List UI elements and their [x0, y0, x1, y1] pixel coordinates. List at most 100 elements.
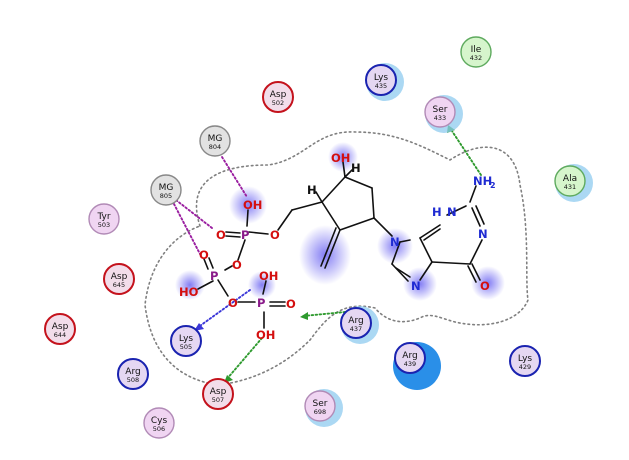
- atom-h-top: H: [351, 161, 361, 175]
- glow-oh-p1: [229, 186, 267, 224]
- glow-oh-top: [328, 142, 358, 172]
- atom-oh-top: OH: [331, 151, 350, 165]
- hbond-asp507-oh: [225, 337, 263, 381]
- residue-number: 439: [404, 360, 416, 368]
- residue-name: Cys: [151, 416, 168, 426]
- metal-mg805-a: [175, 199, 213, 229]
- residue-name: Ser: [433, 105, 448, 115]
- residue-number: 433: [434, 114, 446, 122]
- residue-circle: [117, 358, 149, 390]
- residue-number: 507: [212, 396, 224, 404]
- residue-circle: [143, 407, 175, 439]
- residue-circle: [202, 378, 234, 410]
- glow-n-lower: [403, 267, 437, 301]
- ligand-atoms: OH H H OH P O O O P O HO O P OH O OH N N…: [179, 151, 496, 342]
- residue-number: 431: [564, 183, 576, 191]
- residue-name: Tyr: [96, 212, 110, 222]
- atom-o-p1-right: O: [270, 228, 280, 242]
- atom-oh-p3-bottom: OH: [256, 328, 275, 342]
- residue-circle: [44, 313, 76, 345]
- atom-n-lower: N: [411, 279, 421, 293]
- ligand-bonds: [197, 161, 485, 329]
- atom-o-p2: O: [199, 248, 209, 262]
- residue-number: 502: [272, 99, 284, 107]
- residue-number: 429: [519, 363, 531, 371]
- atom-h-left: H: [307, 183, 317, 197]
- atom-o-carbonyl: O: [480, 279, 490, 293]
- residue-name: Asp: [52, 322, 69, 332]
- atom-oh-p1: OH: [243, 198, 262, 212]
- residue-circle: [340, 307, 372, 339]
- residue-circle: [88, 203, 120, 235]
- atom-n-right: N: [478, 227, 488, 241]
- atom-o-bridge2: O: [228, 296, 238, 310]
- residue-circle: [170, 325, 202, 357]
- residue-number: 645: [113, 281, 125, 289]
- atom-n-top: N: [447, 205, 457, 219]
- residue-number: 508: [127, 376, 139, 384]
- residue-name: Arg: [125, 367, 140, 377]
- residue-number: 698: [314, 408, 326, 416]
- residue-circle: [262, 81, 294, 113]
- residue-number: 432: [470, 54, 482, 62]
- glow-p2-ho: [175, 270, 205, 300]
- residue-name: Ile: [471, 45, 482, 55]
- residue-number: 804: [209, 143, 221, 151]
- hbond-ser433-nh2: [449, 127, 482, 176]
- residue-name: Ser: [313, 399, 328, 409]
- residue-number: 437: [350, 325, 362, 333]
- atom-nh2: NH: [473, 174, 492, 188]
- residue-number: 505: [180, 343, 192, 351]
- residue-name: Ala: [563, 174, 577, 184]
- residue-circle: [304, 390, 336, 422]
- atom-hn: H: [432, 205, 442, 219]
- residue-name: Lys: [374, 73, 389, 83]
- residue-name: Arg: [348, 316, 363, 326]
- residue-number: 506: [153, 425, 165, 433]
- atom-p1: P: [241, 228, 249, 242]
- residue-circle: [150, 174, 182, 206]
- residue-number: 805: [160, 192, 172, 200]
- residue-name: Asp: [111, 272, 128, 282]
- atom-o-p3-right: O: [286, 297, 296, 311]
- residue-name: Lys: [518, 354, 533, 364]
- interaction-lines: [173, 125, 482, 383]
- residue-circle: [460, 36, 492, 68]
- binding-pocket-outline: [144, 131, 529, 386]
- glow-n-ring: [377, 228, 413, 264]
- ligand-exposure-glows: [175, 142, 505, 301]
- residue-circle: [509, 345, 541, 377]
- atom-nh2-sub: 2: [490, 181, 496, 190]
- atom-o-p1-left: O: [216, 228, 226, 242]
- arrow-arg437: [300, 312, 308, 320]
- residue-circle: [199, 125, 231, 157]
- glow-p3: [248, 271, 276, 299]
- glow-carbonyl: [471, 266, 505, 300]
- hbond-lys505-p2: [196, 289, 251, 329]
- residue-name: MG: [159, 183, 174, 193]
- residue-circle: [365, 64, 397, 96]
- residue-name: Asp: [270, 90, 287, 100]
- atom-n-ring: N: [390, 235, 400, 249]
- atom-p3: P: [257, 296, 265, 310]
- residue-circle: [424, 96, 456, 128]
- residue-circle: [554, 165, 586, 197]
